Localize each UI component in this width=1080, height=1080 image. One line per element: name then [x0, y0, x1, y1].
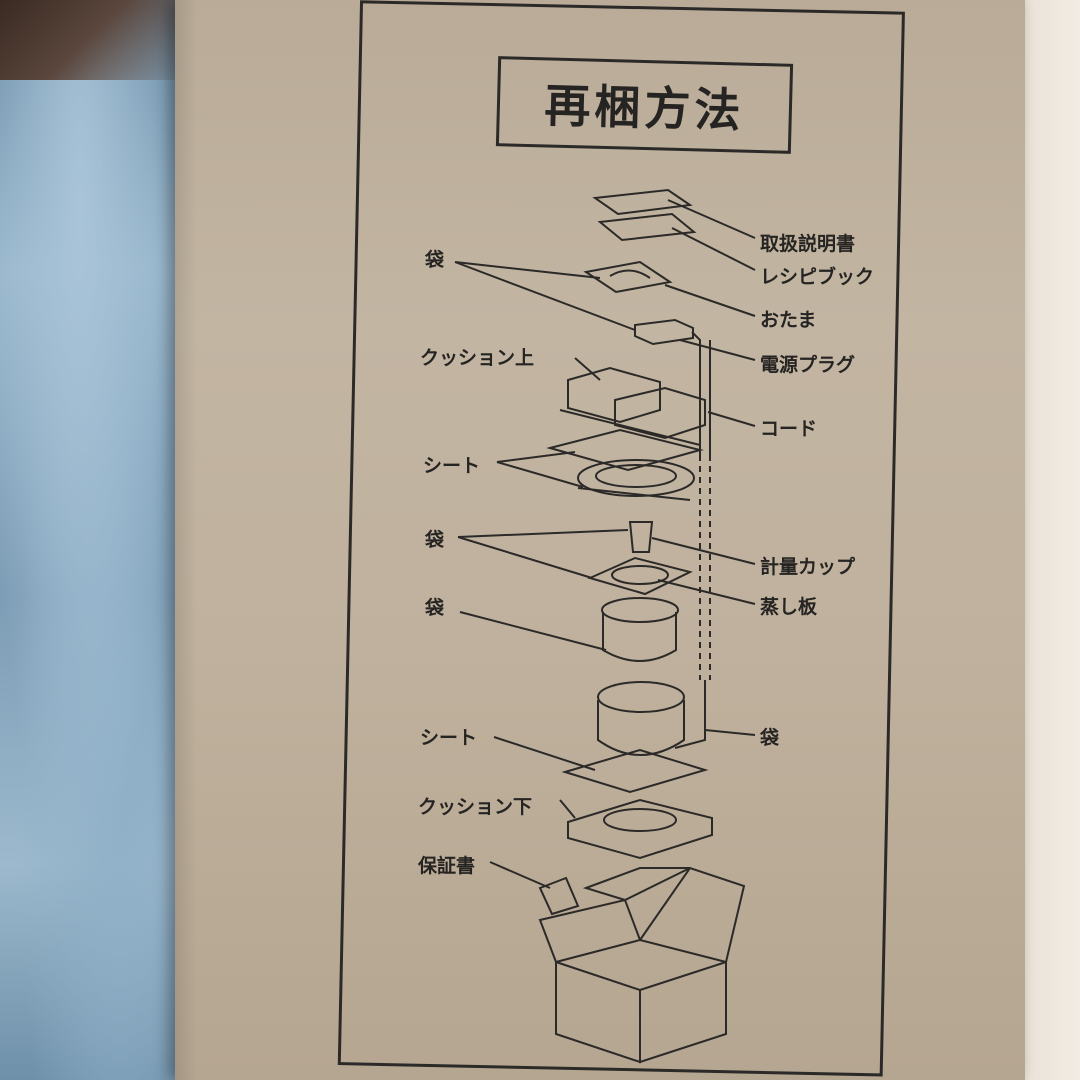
leader-cup: [651, 537, 756, 565]
label-steam-plate: 蒸し板: [760, 596, 818, 618]
leader-sheet-b: [496, 461, 584, 488]
cushion-top-right: [614, 386, 706, 440]
steam-plate: [611, 565, 669, 585]
lid-inner: [595, 464, 677, 488]
dark-corner: [0, 0, 200, 80]
leader-recipe: [671, 227, 756, 271]
leader-bag-low: [459, 611, 607, 651]
lid: [577, 459, 695, 497]
cushion-top-left: [567, 366, 661, 424]
cooker-body-top: [597, 681, 685, 713]
leader-bag-right: [704, 729, 756, 736]
leader-plug: [679, 339, 756, 361]
warranty-card: [538, 876, 580, 916]
label-cushion-top: クッション上: [420, 347, 535, 369]
inner-pot: [602, 612, 677, 662]
label-cord: コード: [760, 418, 818, 440]
sheet-lower: [561, 748, 709, 794]
box-front: [555, 960, 641, 1064]
leader-ladle: [664, 284, 756, 317]
manual-sheet: [592, 188, 693, 216]
leader-bag-top-b: [454, 261, 636, 331]
ladle: [609, 269, 651, 279]
leader-cord: [707, 411, 756, 427]
box-flap-right: [638, 866, 746, 964]
box-flap-left: [538, 898, 642, 964]
ladle-bag: [583, 260, 673, 294]
label-warranty: 保証書: [418, 855, 476, 877]
cord-bottom: [674, 680, 706, 749]
cushion-bottom-ring: [603, 808, 677, 832]
measuring-cup: [628, 521, 654, 553]
leader-cushion-bottom: [559, 799, 576, 819]
steam-bag: [587, 556, 693, 596]
label-bag-right: 袋: [760, 727, 780, 749]
label-bag-middle: 袋: [425, 529, 445, 551]
leader-warranty: [489, 861, 551, 889]
leader-sheet-a: [496, 451, 576, 463]
label-bag-top: 袋: [425, 249, 445, 271]
inner-pot-rim: [601, 597, 679, 623]
label-measuring-cup: 計量カップ: [760, 556, 856, 578]
cord-dashed: [699, 455, 711, 680]
recipe-sheet: [597, 212, 697, 242]
cushion-bottom: [567, 798, 713, 860]
cord-line: [691, 331, 711, 455]
blue-cloth: [0, 0, 200, 1080]
label-recipe-book: レシピブック: [760, 266, 875, 288]
leader-bag-mid-a: [457, 529, 629, 538]
leader-cushion-top: [574, 357, 601, 381]
label-sheet-lower: シート: [420, 727, 478, 749]
box-flap-back: [582, 867, 691, 902]
cooker-body: [597, 700, 685, 756]
lid-base: [577, 487, 691, 501]
label-bag-lower: 袋: [425, 597, 445, 619]
label-cushion-bottom: クッション下: [418, 796, 533, 818]
label-manual: 取扱説明書: [760, 233, 856, 255]
label-ladle: おたま: [760, 309, 817, 331]
box-side: [639, 960, 727, 1064]
leader-steam: [657, 579, 756, 605]
label-sheet-upper: シート: [423, 455, 481, 477]
leader-manual: [667, 199, 756, 239]
cushion-top-base: [559, 409, 701, 446]
sheet-upper: [546, 428, 704, 472]
leader-bag-top-a: [454, 261, 601, 279]
label-power-plug: 電源プラグ: [760, 354, 856, 376]
leader-bag-mid-b: [457, 536, 593, 579]
cardboard-box-side: [175, 0, 1025, 1080]
leader-sheet-low: [493, 736, 596, 771]
power-plug: [634, 318, 694, 346]
